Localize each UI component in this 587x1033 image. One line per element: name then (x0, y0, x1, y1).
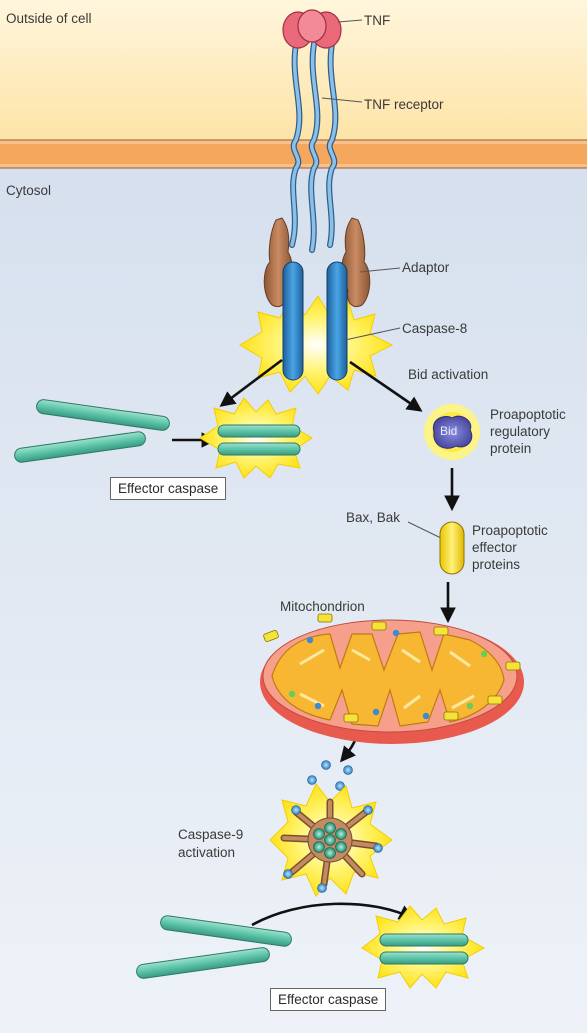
proapoptotic-regulatory-label-line3: protein (490, 441, 532, 456)
leader-lines (321, 19, 446, 541)
effector-caspase-box-2: Effector caspase (270, 988, 387, 1011)
mitochondrion (260, 619, 524, 744)
caspase-8-label: Caspase-8 (402, 321, 468, 336)
tnf-receptor-strands (289, 41, 339, 253)
proapoptotic-regulatory-label-line1: Proapoptotic (490, 407, 566, 422)
bax-bak-protein (439, 521, 465, 575)
bid-label: Bid (440, 424, 458, 438)
adaptor-proteins (263, 217, 371, 307)
proapoptotic-effector-label-line3: proteins (472, 557, 521, 572)
effector-caspase-group-1 (14, 397, 313, 479)
bid-protein (424, 404, 480, 460)
pathway-arrows (172, 358, 460, 927)
bax-bak-label: Bax, Bak (346, 510, 401, 525)
bid-activation-label: Bid activation (408, 367, 489, 382)
adaptor-label: Adaptor (402, 260, 450, 275)
proapoptotic-effector-label-line2: effector (472, 540, 517, 555)
outside-of-cell-label: Outside of cell (6, 11, 92, 26)
caspase-9-label-line2: activation (178, 845, 236, 860)
cytosol-label: Cytosol (6, 183, 52, 198)
tnf-label: TNF (364, 13, 391, 28)
caspase-8-pair (282, 261, 348, 381)
caspase-9-label-line1: Caspase-9 (178, 827, 244, 842)
tnf-receptor-label: TNF receptor (364, 97, 444, 112)
proapoptotic-regulatory-label-line2: regulatory (490, 424, 551, 439)
effector-caspase-box-1: Effector caspase (110, 477, 227, 500)
proapoptotic-effector-label-line1: Proapoptotic (472, 523, 548, 538)
cytochrome-c-release (307, 760, 353, 791)
mitochondrial-bax-pores (263, 613, 521, 723)
effector-caspase-group-2 (136, 905, 486, 989)
mitochondrial-cytochrome-dots (288, 629, 488, 720)
tnf-trimer (282, 9, 342, 49)
apoptosome (269, 783, 393, 897)
mitochondrion-label: Mitochondrion (280, 599, 365, 614)
